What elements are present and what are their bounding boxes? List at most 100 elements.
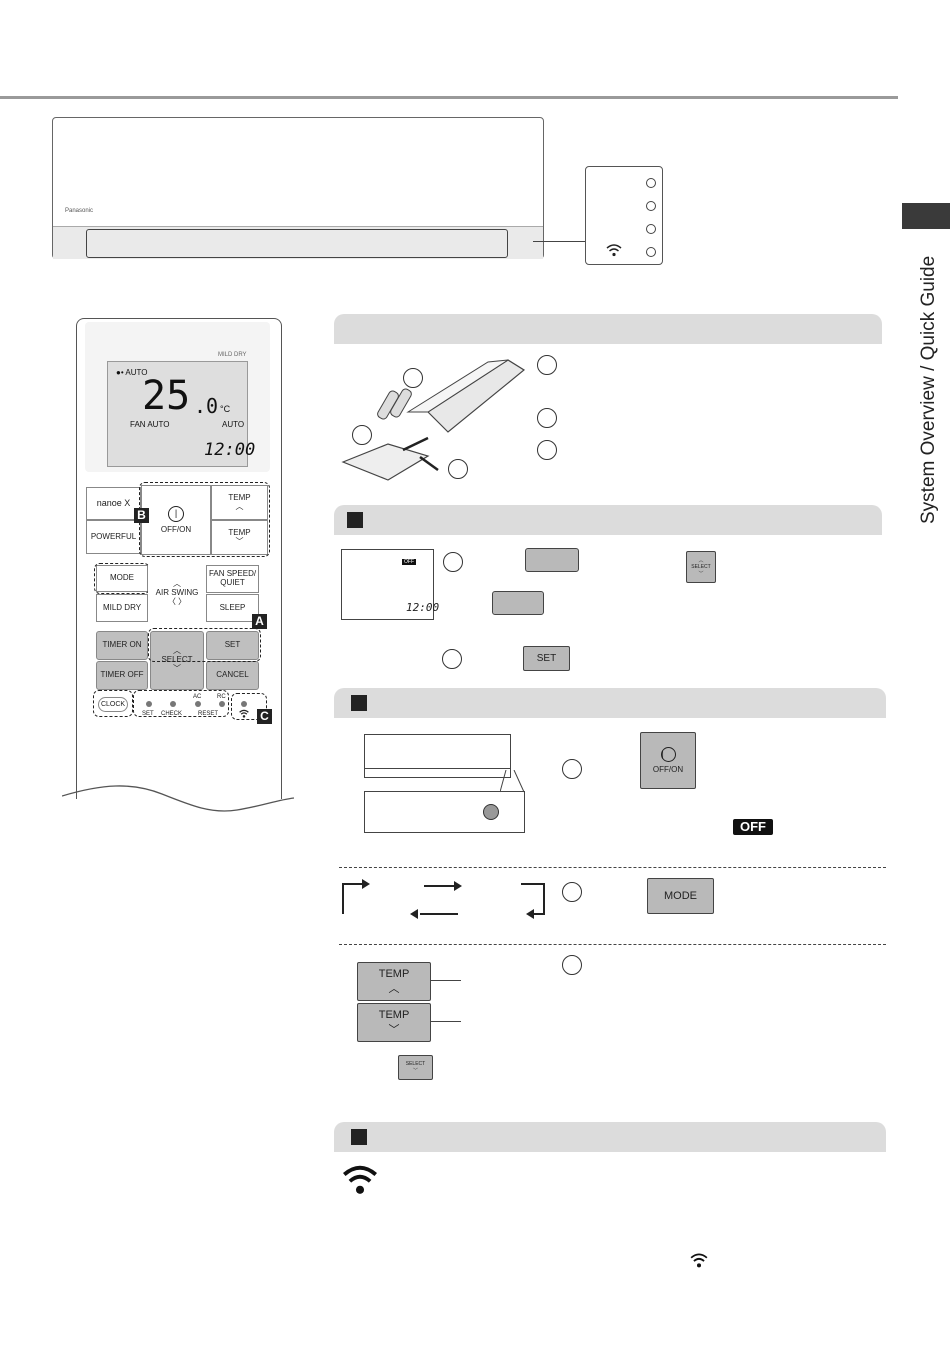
- powerful-button[interactable]: POWERFUL: [86, 520, 141, 554]
- section-marker: [347, 512, 363, 528]
- step-circle: [448, 459, 468, 479]
- clock-lcd-time: 12:00: [406, 601, 440, 614]
- offon-button[interactable]: | OFF/ON: [141, 485, 211, 555]
- step-circle: [442, 649, 462, 669]
- wifi-icon: [690, 1253, 708, 1268]
- chevron-down-icon: ﹀: [698, 571, 704, 577]
- section-marker: [351, 695, 367, 711]
- side-label: System Overview / Quick Guide: [918, 255, 939, 524]
- indicator-led-2: [646, 201, 656, 211]
- mode-outline: [94, 563, 150, 594]
- temp-up-illustration: TEMP︿: [357, 962, 431, 1001]
- set-button[interactable]: SET: [206, 631, 259, 660]
- offon-button-illustration: | OFF/ON: [640, 732, 696, 789]
- temp-down-illustration-label: TEMP: [378, 1008, 410, 1021]
- offon-label: OFF/ON: [160, 524, 192, 534]
- step-circle: [352, 425, 372, 445]
- clock-button[interactable]: CLOCK: [98, 697, 128, 712]
- chevron-up-icon: ︿: [173, 579, 181, 589]
- temp-up-label: TEMP: [228, 492, 251, 502]
- select-down-small-label: SELECT: [405, 1061, 426, 1067]
- indicator-led-3: [646, 224, 656, 234]
- temp-down-button[interactable]: TEMP﹀: [211, 520, 268, 555]
- power-icon: |: [168, 505, 184, 522]
- lcd-mild-dry-label: MILD DRY: [218, 352, 247, 358]
- temp-up-leader: [431, 980, 461, 981]
- step-circle: [537, 355, 557, 375]
- temp-up-button[interactable]: TEMP︿: [211, 485, 268, 520]
- divider: [339, 944, 886, 945]
- tag-c: C: [257, 709, 272, 724]
- select-small-label: SELECT: [691, 564, 711, 570]
- step-circle: [403, 368, 423, 388]
- chevron-up-icon: ︿: [235, 501, 244, 511]
- set-button-illustration: SET: [523, 646, 570, 671]
- step-circle: [443, 552, 463, 572]
- section-wifi-header: [334, 1122, 886, 1152]
- chevrons-horizontal-icon: 〈 〉: [167, 596, 187, 606]
- step-circle: [562, 955, 582, 975]
- check-hole-label: CHECK: [161, 711, 183, 717]
- clock-lcd-off: OFF: [402, 559, 416, 565]
- timer-on-button[interactable]: TIMER ON: [96, 631, 148, 660]
- select-label: SELECT: [161, 655, 193, 665]
- mild-dry-button[interactable]: MILD DRY: [96, 594, 148, 622]
- wifi-icon: [343, 1165, 377, 1194]
- wifi-icon: [239, 709, 249, 718]
- zoom-leader: [500, 770, 525, 793]
- step-circle: [562, 882, 582, 902]
- temp-down-leader: [431, 1021, 461, 1022]
- off-badge: OFF: [733, 819, 773, 835]
- reset-label: RESET: [198, 711, 219, 717]
- unit-illustration: [364, 734, 511, 778]
- select-button[interactable]: ︿ SELECT ﹀: [150, 631, 204, 690]
- chevron-up-icon: ︿: [698, 558, 704, 564]
- chevron-down-icon: ﹀: [412, 1068, 418, 1074]
- group-c-outline: [231, 693, 267, 720]
- chevron-down-icon: ﹀: [235, 536, 244, 546]
- select-down-illustration: SELECT﹀: [398, 1055, 433, 1080]
- ac-label: AC: [193, 694, 202, 700]
- ac-reset-hole[interactable]: [195, 701, 201, 707]
- rc-hole[interactable]: [219, 701, 225, 707]
- nanoex-button[interactable]: nanoe X: [86, 487, 141, 520]
- chevron-up-icon: ︿: [173, 646, 181, 656]
- section-tab: [902, 203, 950, 229]
- chevron-down-icon: ﹀: [173, 663, 181, 673]
- indicator-panel: [585, 166, 663, 265]
- indicator-zoom: [364, 791, 525, 833]
- sleep-button[interactable]: SLEEP: [206, 594, 259, 622]
- lcd-fan: FAN AUTO: [130, 420, 170, 429]
- air-swing-label: AIR SWING: [155, 588, 199, 598]
- lcd-unit: °C: [220, 404, 231, 414]
- set-hole[interactable]: [146, 701, 152, 707]
- check-hole[interactable]: [170, 701, 176, 707]
- remote-lcd: ●• AUTO 25 .0 °C FAN AUTO AUTO 12:00: [107, 361, 255, 467]
- temp-down-label: TEMP: [228, 527, 251, 537]
- wifi-hole[interactable]: [241, 701, 247, 707]
- rc-label: RC: [217, 694, 226, 700]
- wifi-icon: [606, 244, 622, 257]
- mode-cycle-arrows: [342, 879, 545, 919]
- indicator-led-1: [646, 178, 656, 188]
- indicator-led-4: [646, 247, 656, 257]
- air-swing-button[interactable]: ︿ AIR SWING 〈 〉: [148, 565, 206, 622]
- step-circle: [537, 440, 557, 460]
- timer-button-illustration: [492, 591, 544, 615]
- section-battery-header: [334, 314, 882, 344]
- lcd-clock: 12:00: [204, 440, 256, 460]
- group-a-outline: [148, 628, 261, 662]
- section-operation-header: [334, 688, 886, 718]
- remote-cut-line: [62, 785, 294, 812]
- lcd-mode: ●• AUTO: [116, 368, 148, 377]
- timer-off-button[interactable]: TIMER OFF: [96, 661, 148, 690]
- indicator-lamp-icon: [483, 804, 499, 820]
- clock-outline: [93, 690, 133, 717]
- lcd-temperature: 25: [142, 373, 191, 419]
- fan-speed-quiet-button[interactable]: FAN SPEED/ QUIET: [206, 565, 259, 593]
- step-circle: [537, 408, 557, 428]
- clock-lcd: OFF 12:00: [341, 549, 439, 620]
- cancel-button[interactable]: CANCEL: [206, 661, 259, 690]
- mode-button[interactable]: MODE: [96, 565, 148, 592]
- unit-logo: Panasonic: [65, 208, 94, 214]
